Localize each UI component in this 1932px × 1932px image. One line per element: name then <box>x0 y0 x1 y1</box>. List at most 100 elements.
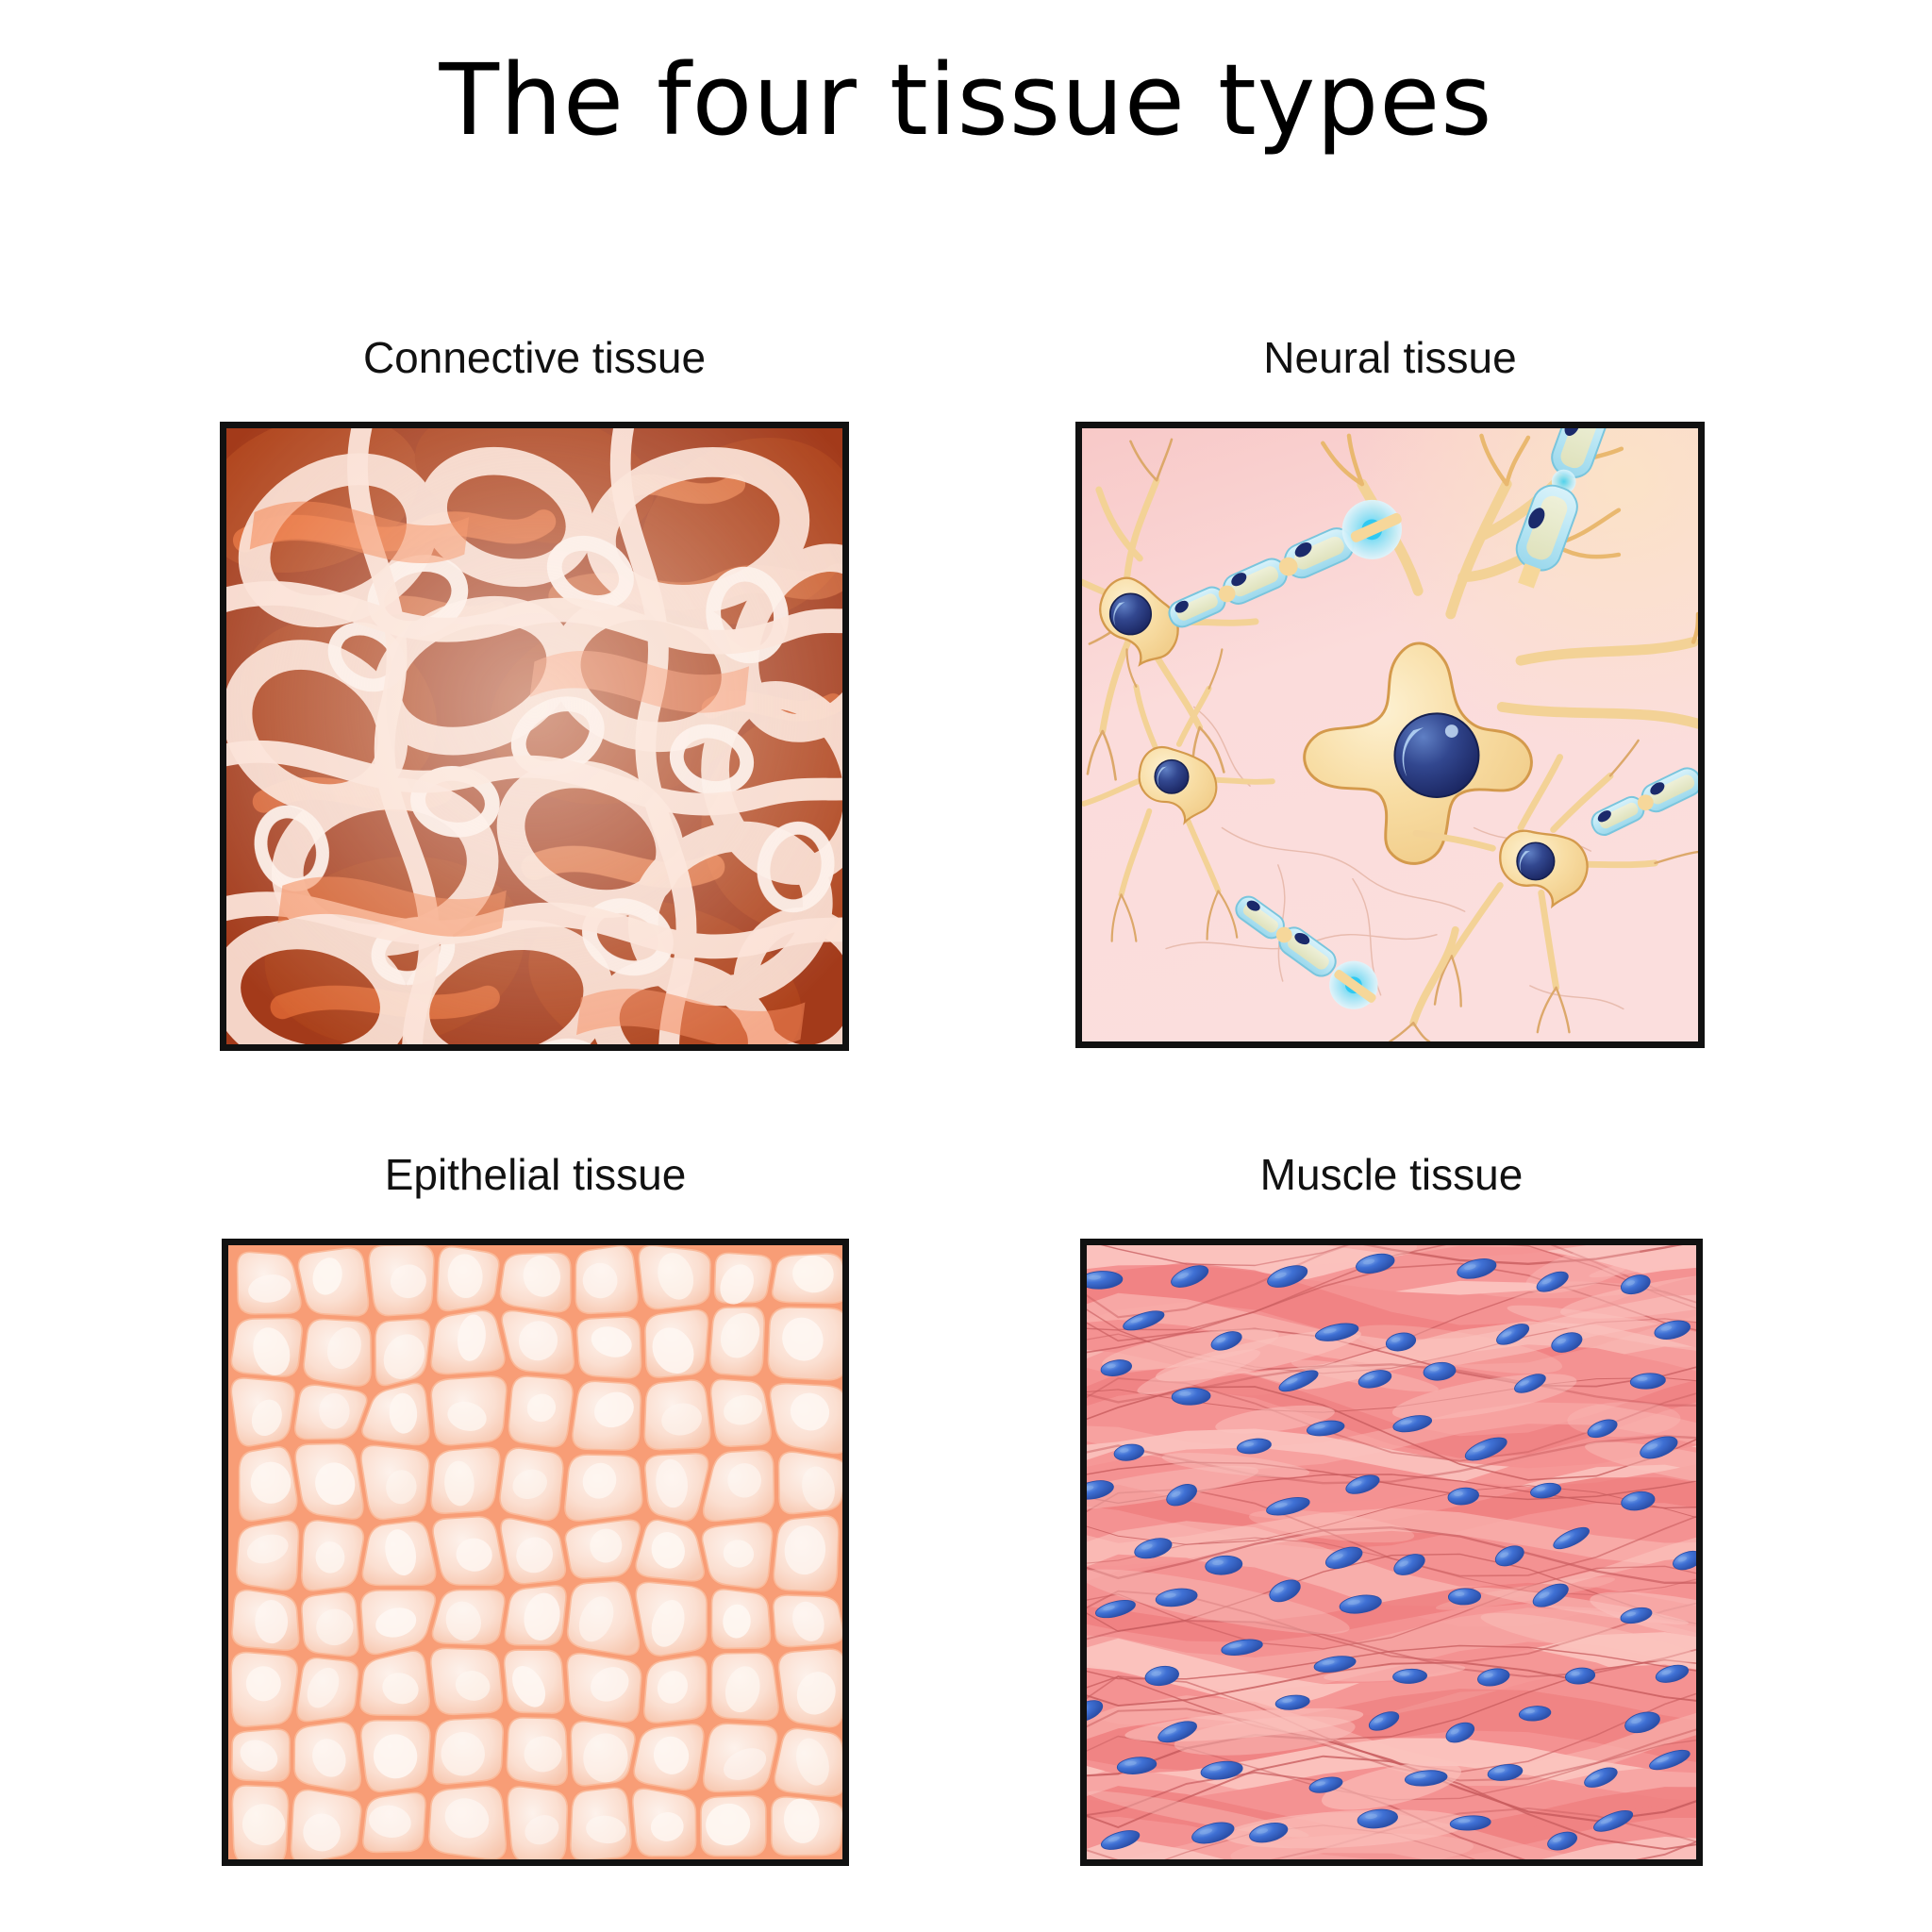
muscle-nucleus-highlight <box>1282 1698 1292 1703</box>
muscle-cell-nucleus <box>1620 1274 1651 1295</box>
muscle-nucleus-highlight <box>1212 1559 1224 1566</box>
muscle-cell-nucleus <box>1464 1437 1507 1461</box>
muscle-cell-nucleus <box>1237 1438 1272 1455</box>
epithelial-cell-highlight <box>447 1254 483 1298</box>
muscle-nucleus-highlight <box>1171 1491 1181 1497</box>
panel-label-epithelial: Epithelial tissue <box>384 1150 687 1199</box>
muscle-cell-nucleus <box>1313 1656 1357 1673</box>
muscle-cell-nucleus <box>1278 1370 1319 1392</box>
muscle-nucleus-highlight <box>1208 1765 1222 1771</box>
muscle-nucleus-highlight <box>1625 1280 1636 1286</box>
muscle-cell-nucleus <box>1116 1757 1158 1774</box>
muscle-fiber-highlight <box>1435 1576 1616 1610</box>
epithelial-cell-highlight <box>523 1255 561 1297</box>
muscle-cell-nucleus <box>1518 1706 1552 1722</box>
muscle-cell-nucleus <box>1393 1554 1425 1575</box>
muscle-cell-nucleus <box>1640 1436 1678 1459</box>
muscle-nucleus-highlight <box>1413 1774 1426 1779</box>
muscle-nucleus-highlight <box>1483 1673 1493 1678</box>
epithelial-cell-highlight <box>326 1327 361 1370</box>
muscle-cell-nucleus <box>1166 1484 1197 1507</box>
muscle-cell-nucleus <box>1385 1332 1417 1352</box>
muscle-cell-nucleus <box>1221 1639 1263 1656</box>
muscle-nucleus-highlight <box>1536 1487 1546 1491</box>
epithelial-cell-highlight <box>720 1312 760 1358</box>
muscle-cell-nucleus <box>1274 1694 1310 1710</box>
muscle-nucleus-highlight <box>1450 1728 1459 1735</box>
epithelial-cell-highlight <box>512 1469 547 1499</box>
muscle-cell-nucleus <box>1530 1482 1562 1499</box>
muscle-cell-nucleus <box>1392 1668 1428 1684</box>
epithelial-cell-highlight <box>245 1666 281 1702</box>
muscle-cell-nucleus <box>1210 1331 1242 1351</box>
muscle-fiber-highlight <box>1164 1245 1418 1266</box>
muscle-fiber-outline <box>1087 1661 1696 1707</box>
muscle-cell-nucleus <box>1357 1808 1398 1829</box>
epithelial-cell-highlight <box>723 1604 751 1639</box>
epithelial-cell-highlight <box>650 1812 684 1841</box>
muscle-fiber-outline <box>1087 1525 1696 1585</box>
muscle-nucleus-highlight <box>1571 1672 1580 1676</box>
panel-muscle-tissue: Muscle tissue <box>1080 1149 1703 1868</box>
muscle-cell-nucleus <box>1447 1588 1482 1606</box>
muscle-cell-nucleus <box>1308 1776 1343 1793</box>
muscle-nucleus-highlight <box>1088 1274 1102 1280</box>
muscle-cell-nucleus <box>1087 1271 1124 1290</box>
epithelial-cell-highlight <box>319 1392 350 1429</box>
muscle-cell-nucleus <box>1134 1538 1173 1559</box>
muscle-cell-nucleus <box>1404 1770 1448 1787</box>
muscle-fiber-highlight <box>1161 1453 1310 1477</box>
epithelial-cell-highlight <box>724 1748 767 1780</box>
epithelial-cell-highlight <box>303 1813 341 1852</box>
muscle-nucleus-highlight <box>1274 1503 1288 1508</box>
epithelial-cell-highlight <box>782 1317 824 1361</box>
muscle-nucleus-highlight <box>1124 1760 1137 1766</box>
muscle-nucleus-highlight <box>1627 1496 1638 1502</box>
muscle-nucleus-highlight <box>1163 1592 1176 1598</box>
epithelial-cell-highlight <box>516 1537 553 1574</box>
muscle-fiber-highlight <box>1087 1465 1259 1510</box>
muscle-fiber-highlight <box>1480 1612 1696 1663</box>
muscle-cell-nucleus <box>1339 1594 1382 1614</box>
muscle-fiber-outline <box>1087 1245 1696 1319</box>
muscle-nucleus-highlight <box>1322 1660 1335 1665</box>
muscle-nucleus-highlight <box>1315 1781 1326 1787</box>
epithelial-cell-highlight <box>315 1541 345 1574</box>
epithelial-cell-highlight <box>447 1401 487 1431</box>
muscle-nucleus-highlight <box>1557 1338 1566 1344</box>
muscle-nucleus-highlight <box>1553 1837 1562 1842</box>
epithelial-cell-highlight <box>512 1665 546 1707</box>
epithelial-cell-highlight <box>802 1466 835 1510</box>
muscle-nucleus-highlight <box>1274 1587 1284 1593</box>
epithelial-cell-highlight <box>456 1538 492 1572</box>
muscle-nucleus-highlight <box>1631 1718 1642 1724</box>
muscle-nucleus-highlight <box>1256 1828 1269 1834</box>
muscle-cell-nucleus <box>1496 1324 1530 1345</box>
muscle-cell-nucleus <box>1655 1664 1690 1683</box>
muscle-cell-nucleus <box>1266 1497 1310 1516</box>
epithelial-cell-highlight <box>524 1736 562 1773</box>
muscle-cell-nucleus <box>1624 1711 1660 1734</box>
epithelial-cell-highlight <box>383 1334 425 1379</box>
muscle-nucleus-highlight <box>1164 1728 1177 1735</box>
muscle-cell-nucleus <box>1565 1667 1596 1685</box>
muscle-fiber-outline <box>1087 1461 1696 1501</box>
epithelial-cell-highlight <box>441 1731 485 1776</box>
muscle-nucleus-highlight <box>1216 1337 1226 1343</box>
muscle-fiber-outline <box>1087 1318 1696 1374</box>
panel-image-connective-tissue <box>220 422 849 1051</box>
muscle-fiber-band <box>1087 1292 1696 1367</box>
muscle-nucleus-highlight <box>1243 1442 1255 1447</box>
epithelial-cell-highlight <box>783 1798 820 1843</box>
muscle-cell-nucleus <box>1345 1474 1380 1494</box>
epithelial-cell-highlight <box>455 1671 491 1701</box>
muscle-nucleus-highlight <box>1130 1317 1143 1324</box>
panel-image-muscle-tissue <box>1080 1239 1703 1866</box>
epithelial-cell-highlight <box>315 1462 356 1506</box>
muscle-nucleus-highlight <box>1637 1376 1648 1381</box>
muscle-nucleus-highlight <box>1454 1491 1463 1496</box>
muscle-fiber-outline <box>1087 1620 1696 1678</box>
muscle-nucleus-highlight <box>1539 1591 1550 1599</box>
muscle-fiber-outline <box>1087 1386 1696 1481</box>
